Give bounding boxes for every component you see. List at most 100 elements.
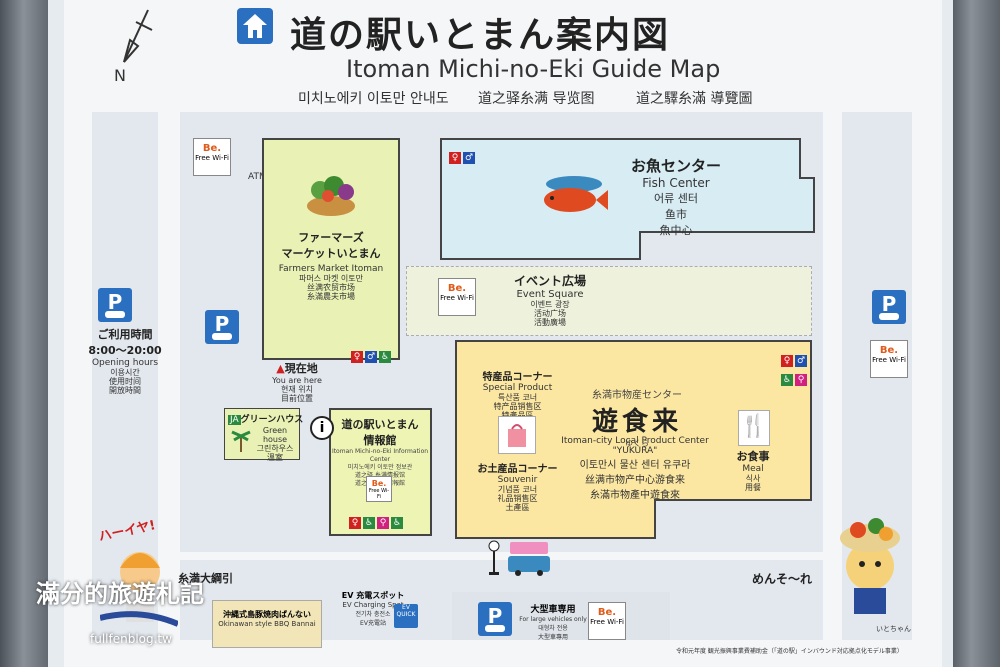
info-center-title: 道の駅いとまん (341, 418, 419, 431)
north-label: N (114, 66, 126, 85)
farmers-market-en: Farmers Market Itoman (278, 264, 384, 274)
hours-zh-tw: 開放時間 (109, 386, 141, 395)
page-title: 道の駅いとまん案内図 (290, 15, 671, 56)
yukura-logo: 遊食来 (591, 407, 682, 437)
product-center-zh-cn: 丝满市物产中心游食来 (585, 475, 685, 486)
free-wifi-icon: Be.Free Wi-Fi (870, 340, 908, 378)
fish-center-title: お魚センター (630, 157, 721, 175)
meal-en: Meal (742, 464, 764, 474)
palm-tree-icon (230, 426, 252, 452)
restroom-icons: ♀♂♿ (350, 344, 392, 363)
large-vehicle-title: 大型車専用 (530, 605, 576, 615)
facility-icons: ♀♿⚲♿ (348, 510, 404, 529)
souvenir-title: お土産品コーナー (477, 464, 558, 475)
left-post (0, 0, 52, 667)
farmers-market-title: ファーマーズ (298, 231, 364, 244)
parking-sign-icon: P (205, 310, 239, 344)
event-square-ko: 이벤트 광장 (530, 300, 570, 309)
green-house-zh: 溫室 (267, 453, 283, 462)
large-vehicle-zh: 大型車專用 (537, 634, 568, 641)
meal-ko: 식사 (745, 474, 761, 483)
yukura-logo-ruby: ゆくら (625, 439, 649, 448)
you-are-here-en: You are here (272, 376, 322, 385)
souvenir-zh-tw: 土產區 (505, 503, 530, 512)
page-title-en: Itoman Michi-no-Eki Guide Map (346, 55, 721, 83)
event-square-en: Event Square (516, 289, 584, 300)
restroom-icons: ♀♂ ♿⚲ (781, 355, 807, 386)
vegetable-basket-icon (302, 168, 360, 218)
info-center-ko: 미치노에키 이토만 정보관 (347, 464, 413, 471)
you-are-here-label: ▲現在地 (276, 362, 318, 375)
ev-ko: 전기차 충전소 (355, 611, 391, 618)
left-parking-area (92, 112, 158, 640)
michi-no-eki-logo-icon (237, 8, 273, 44)
rope-pulling-label: 糸満大綱引 (178, 572, 233, 585)
ev-title: EV 充電スポット (341, 591, 405, 600)
info-center-title-2: 情報館 (363, 434, 397, 447)
parking-sign-icon: P (98, 288, 132, 322)
product-center-en: Itoman-city Local Product Center (561, 436, 709, 446)
info-center-zh-cn: 道之驿 糸满情报馆 (355, 472, 405, 479)
north-arrow-icon (123, 9, 153, 63)
you-are-here-zh: 目前位置 (281, 394, 313, 403)
fork-knife-icon: 🍴 (738, 410, 770, 446)
fish-icon (540, 168, 608, 218)
farmers-market-zh-cn: 丝满农贸市场 (307, 283, 355, 292)
hours-label: ご利用時間 (97, 328, 153, 341)
tour-bus-icon (506, 540, 552, 576)
special-product-title: 特産品コーナー (482, 372, 553, 383)
souvenir-zh-cn: 礼品销售区 (497, 494, 538, 503)
product-center-zh-tw: 糸滿市物產中遊食來 (590, 490, 680, 501)
farmers-market-building (262, 138, 400, 360)
hours-en: Opening hours (91, 358, 159, 368)
hours-ko: 이용시간 (110, 368, 140, 377)
mensore-label: めんそ～れ (752, 572, 813, 586)
product-center-building (455, 340, 813, 540)
mascot-name: いとちゃん (876, 625, 911, 633)
green-house-en: Green house (262, 426, 288, 444)
fish-center-building (440, 138, 815, 260)
special-product-zh-tw: 特產品區 (470, 411, 565, 420)
itochan-mascot-icon (824, 508, 916, 620)
farmers-market-zh-tw: 糸滿農夫市場 (307, 292, 355, 301)
fish-center-zh-tw: 魚中心 (659, 224, 693, 237)
souvenir-ko: 기념품 코너 (497, 485, 538, 494)
you-are-here-ko: 현재 위치 (281, 385, 313, 394)
hours-value: 8:00～20:00 (88, 344, 162, 357)
special-product-ko: 특산품 코너 (497, 393, 538, 402)
shopping-bag-icon (498, 416, 536, 454)
bbq-sign: 沖縄式島豚焼肉ばんない Okinawan style BBQ Bannai (212, 600, 322, 648)
fish-center-ko: 어류 센터 (654, 192, 698, 205)
green-house-ko: 그린하우스 (256, 444, 294, 453)
subtitle-simplified-chinese: 道之驿糸满 导览图 (478, 91, 595, 107)
event-square-zh-cn: 活动广场 (534, 309, 566, 318)
fish-center-zh-cn: 鱼市 (665, 208, 687, 221)
restroom-icons: ♀♂ (448, 145, 476, 164)
yukura-logo-small: 糸満市物産センター (592, 390, 682, 401)
product-center-ko: 이토만시 물산 센터 유쿠라 (579, 460, 691, 471)
hours-zh-cn: 使用时间 (109, 377, 141, 386)
footer-note: 令和元年度 観光振興事業費補助金（「道の駅」インバウンド対応拠点化モデル事業） (676, 648, 903, 655)
ev-en: EV Charging Spot (342, 601, 404, 609)
meal-title: お食事 (736, 450, 770, 463)
event-square-title: イベント広場 (513, 274, 586, 288)
watermark-text: 滿分的旅遊札記 (36, 580, 204, 608)
information-icon: i (310, 416, 334, 440)
free-wifi-icon: Be.Free Wi-Fi (366, 476, 392, 502)
atm-label: ATM (248, 172, 267, 182)
free-wifi-icon: Be.Free Wi-Fi (588, 602, 626, 640)
meal-zh: 用餐 (745, 483, 761, 492)
farmers-market-title-2: マーケットいとまん (281, 247, 381, 260)
fish-center-en: Fish Center (642, 176, 710, 190)
special-product-zh-cn: 特产品销售区 (493, 402, 542, 411)
parking-sign-icon: P (478, 602, 512, 636)
large-vehicle-en: For large vehicles only (519, 616, 587, 623)
product-center-en-2: "YUKURA" (612, 446, 658, 456)
ev-charger-icon: EV QUICK (394, 604, 418, 628)
watermark-url: fullfenblog.tw (90, 632, 172, 646)
souvenir-en: Souvenir (497, 475, 538, 485)
event-square-zh-tw: 活動廣場 (534, 318, 566, 327)
info-center-building (329, 408, 432, 536)
right-post (948, 0, 1000, 667)
